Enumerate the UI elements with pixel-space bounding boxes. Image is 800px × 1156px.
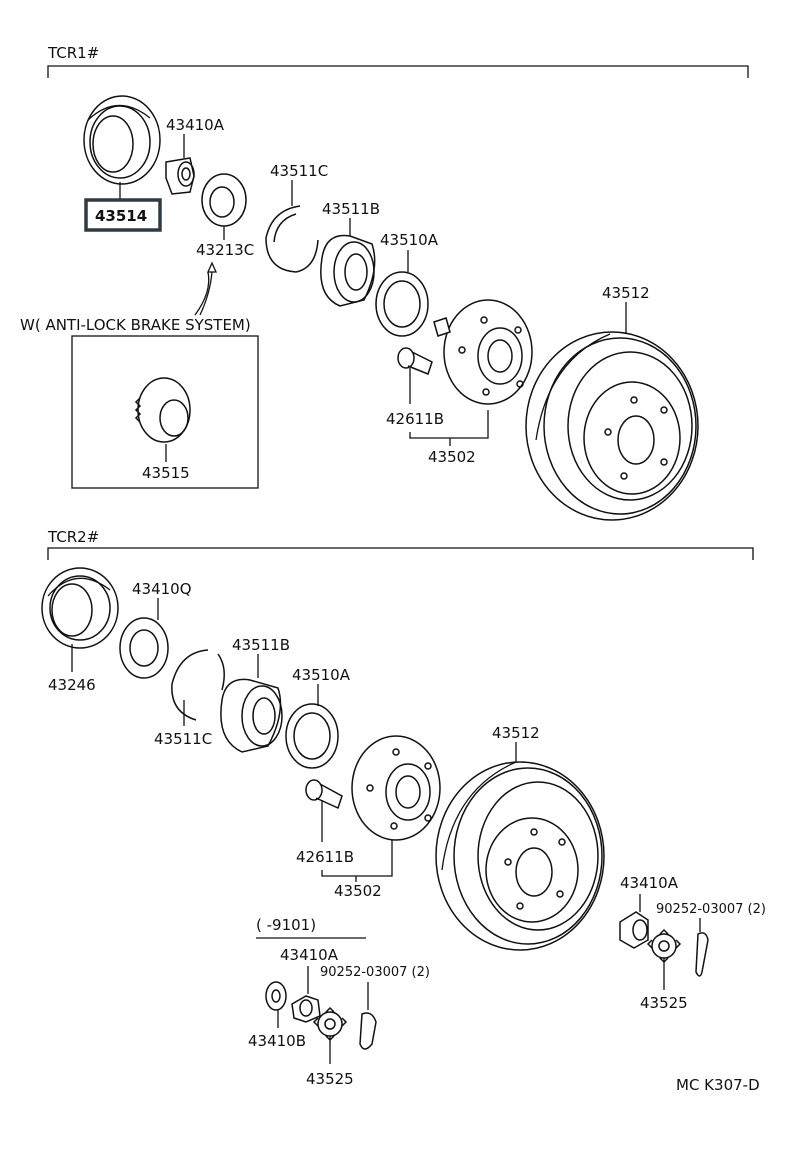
arrow-line-1	[194, 271, 210, 316]
part-label-43511c-2[interactable]: 43511C	[154, 730, 212, 748]
dust-cap-part[interactable]	[83, 95, 161, 185]
arrow-line-2	[199, 271, 213, 316]
snap-ring-2-end	[217, 653, 225, 691]
part-label-43514[interactable]: 43514	[95, 207, 147, 225]
cotter-pin-1-part[interactable]	[359, 1012, 377, 1050]
brake-rotor-2-part[interactable]	[435, 761, 605, 951]
part-label-43502-2[interactable]: 43502	[334, 882, 382, 900]
axle-hub-2-part[interactable]	[351, 735, 441, 841]
lock-nut-2-part[interactable]	[291, 995, 321, 1023]
part-label-90252-2[interactable]: 90252-03007 (2)	[656, 902, 766, 917]
arrow-head-icon	[206, 261, 218, 273]
part-label-43410a-2[interactable]: 43410A	[280, 946, 339, 964]
oil-seal-2-part[interactable]	[119, 617, 169, 679]
castle-nut-2-part[interactable]	[646, 928, 682, 964]
cotter-pin-2-part[interactable]	[695, 932, 709, 977]
hub-bearing-part[interactable]	[320, 234, 376, 307]
highlight-box-43514	[84, 198, 162, 232]
part-label-43511b-1[interactable]: 43511B	[322, 200, 380, 218]
brake-rotor-part[interactable]	[525, 331, 699, 521]
washer-part[interactable]	[265, 981, 287, 1011]
castle-nut-1-part[interactable]	[312, 1006, 348, 1042]
part-label-43510a-1[interactable]: 43510A	[380, 231, 439, 249]
part-label-90252-1[interactable]: 90252-03007 (2)	[320, 965, 430, 980]
part-label-43410q[interactable]: 43410Q	[132, 580, 192, 598]
section-label-tcr1: TCR1#	[47, 44, 99, 62]
axle-hub-part[interactable]	[433, 299, 533, 405]
bracket-43502-2	[321, 840, 393, 877]
part-label-43213c[interactable]: 43213C	[196, 241, 254, 259]
part-label-43511b-2[interactable]: 43511B	[232, 636, 290, 654]
part-label-43502-1[interactable]: 43502	[428, 448, 476, 466]
section-bracket-tcr1	[47, 65, 749, 78]
bracket-43502-1	[409, 410, 489, 439]
part-label-43515[interactable]: 43515	[142, 464, 190, 482]
abs-sensor-rotor-part[interactable]	[134, 377, 191, 443]
part-label-43410a-1[interactable]: 43410A	[166, 116, 225, 134]
part-label-43512-2[interactable]: 43512	[492, 724, 540, 742]
abs-inset-box	[71, 335, 259, 489]
range-note: ( -9101)	[256, 916, 316, 934]
part-label-43246[interactable]: 43246	[48, 676, 96, 694]
part-label-43410a-3[interactable]: 43410A	[620, 874, 679, 892]
part-label-43512-1[interactable]: 43512	[602, 284, 650, 302]
hub-bolt-part[interactable]	[397, 347, 433, 375]
section-label-tcr2: TCR2#	[47, 528, 99, 546]
lock-nut-part[interactable]	[165, 157, 195, 195]
dust-cap-2-part[interactable]	[41, 567, 119, 649]
snap-ring-part[interactable]	[265, 205, 319, 273]
lock-nut-3-part[interactable]	[619, 911, 649, 949]
part-label-43525-1[interactable]: 43525	[306, 1070, 354, 1088]
part-label-43510a-2[interactable]: 43510A	[292, 666, 351, 684]
part-label-43410b[interactable]: 43410B	[248, 1032, 306, 1050]
snap-ring-2-part[interactable]	[171, 649, 209, 721]
part-label-42611b-2[interactable]: 42611B	[296, 848, 354, 866]
snap-ring-inner	[273, 213, 297, 243]
hub-bearing-2-part[interactable]	[220, 678, 283, 753]
hub-seal-2-part[interactable]	[285, 703, 339, 769]
section-bracket-tcr2	[47, 547, 754, 560]
part-label-43511c-1[interactable]: 43511C	[270, 162, 328, 180]
hub-bolt-2-part[interactable]	[305, 779, 343, 810]
figure-code: MC K307-D	[676, 1076, 760, 1094]
oil-seal-part[interactable]	[201, 173, 247, 227]
part-label-42611b-1[interactable]: 42611B	[386, 410, 444, 428]
hub-seal-part[interactable]	[375, 271, 429, 337]
abs-note: W( ANTI-LOCK BRAKE SYSTEM)	[20, 316, 251, 334]
part-label-43525-2[interactable]: 43525	[640, 994, 688, 1012]
